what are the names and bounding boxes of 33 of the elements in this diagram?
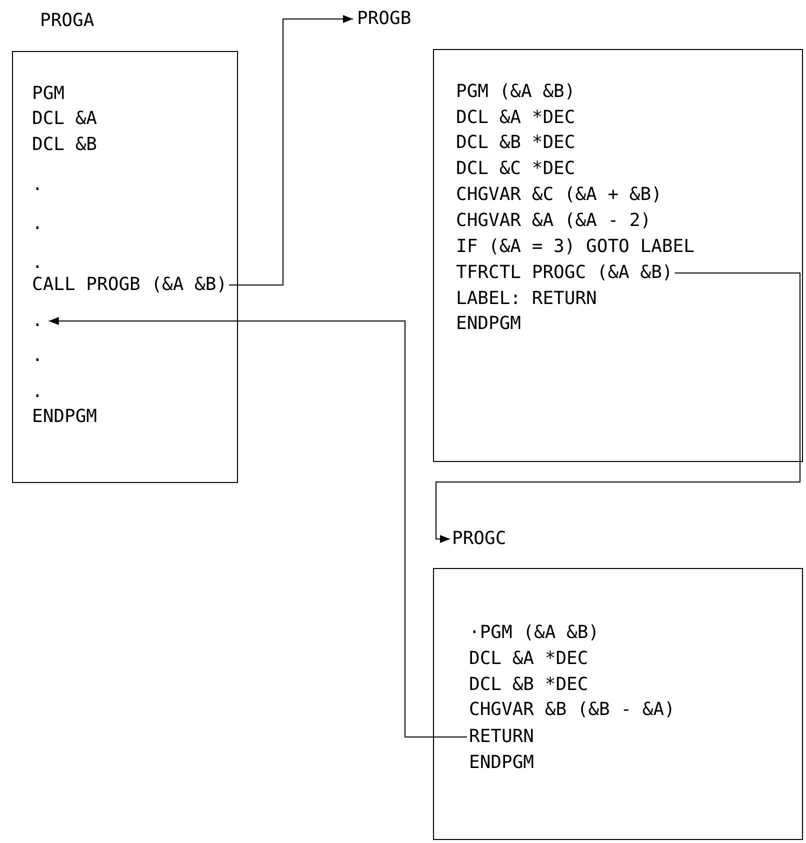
code-line: IF (&A = 3) GOTO LABEL <box>456 236 694 258</box>
arrow <box>48 317 468 738</box>
code-line: DCL &B *DEC <box>469 674 588 696</box>
code-line: DCL &A *DEC <box>456 107 576 129</box>
arrow <box>436 272 800 543</box>
program-name: PROGC <box>452 528 506 550</box>
code-line: . <box>32 381 43 403</box>
code-line: DCL &C *DEC <box>456 158 576 180</box>
code-line: DCL &A *DEC <box>469 648 588 670</box>
code-line: . <box>32 213 43 235</box>
code-line: LABEL: RETURN <box>456 288 597 310</box>
code-line: PGM (&A &B) <box>456 81 576 103</box>
code-line: ·PGM (&A &B) <box>469 622 600 644</box>
code-line: DCL &A <box>32 108 98 130</box>
arrow <box>228 15 354 286</box>
code-line: DCL &B *DEC <box>456 132 576 154</box>
code-line: ENDPGM <box>32 406 98 428</box>
code-line: CHGVAR &C (&A + &B) <box>456 184 662 206</box>
code-line: ENDPGM <box>469 752 534 774</box>
code-line: CHGVAR &A (&A - 2) <box>456 210 652 232</box>
code-line: . <box>32 174 43 196</box>
program-name: PROGA <box>40 10 94 32</box>
code-line: RETURN <box>469 726 534 748</box>
code-line: CALL PROGB (&A &B) <box>32 274 228 296</box>
code-line: ENDPGM <box>456 313 522 335</box>
code-line: PGM <box>32 83 65 105</box>
code-line: . <box>32 310 43 332</box>
code-line: TFRCTL PROGC (&A &B) <box>456 262 673 284</box>
program-name: PROGB <box>357 8 412 30</box>
code-line: . <box>32 345 43 367</box>
code-line: CHGVAR &B (&B - &A) <box>469 699 675 721</box>
code-line: DCL &B <box>32 134 98 156</box>
code-line: . <box>32 252 43 274</box>
